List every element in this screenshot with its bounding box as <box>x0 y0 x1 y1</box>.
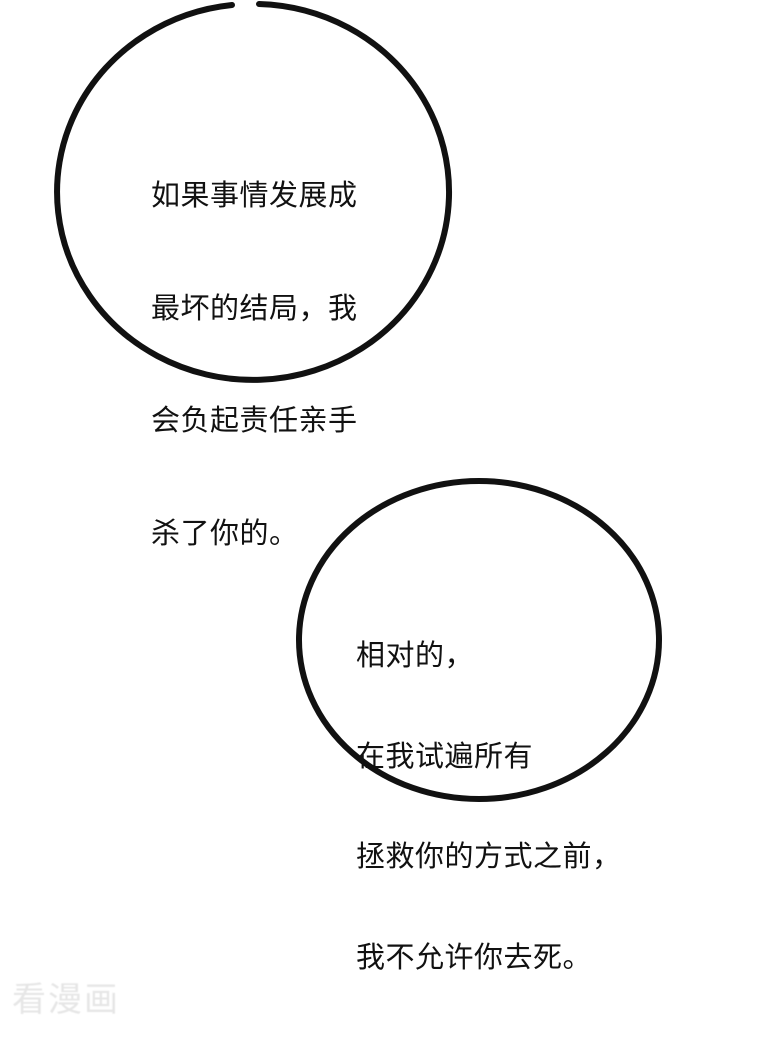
watermark-logo: 看漫画 <box>12 980 120 1020</box>
speech-bubble-1-outline <box>54 1 453 383</box>
dialogue-line: 我不允许你去死。 <box>356 939 593 974</box>
dialogue-line: 在我试遍所有 <box>356 738 534 773</box>
dialogue-line: 杀了你的。 <box>151 515 299 550</box>
dialogue-line: 最坏的结局，我 <box>151 290 358 325</box>
speech-bubble-1-text: 如果事情发展成 最坏的结局，我 会负起责任亲手 杀了你的。 <box>151 102 358 627</box>
dialogue-line: 会负起责任亲手 <box>151 403 358 437</box>
dialogue-line: 如果事情发展成 <box>151 178 358 212</box>
dialogue-line: 相对的， <box>356 638 475 672</box>
speech-bubble-2-outline <box>296 478 662 802</box>
speech-bubble-2-text: 相对的， 在我试遍所有 拯救你的方式之前， 我不允许你去死。 <box>356 572 622 1041</box>
dialogue-line: 拯救你的方式之前， <box>356 839 622 873</box>
